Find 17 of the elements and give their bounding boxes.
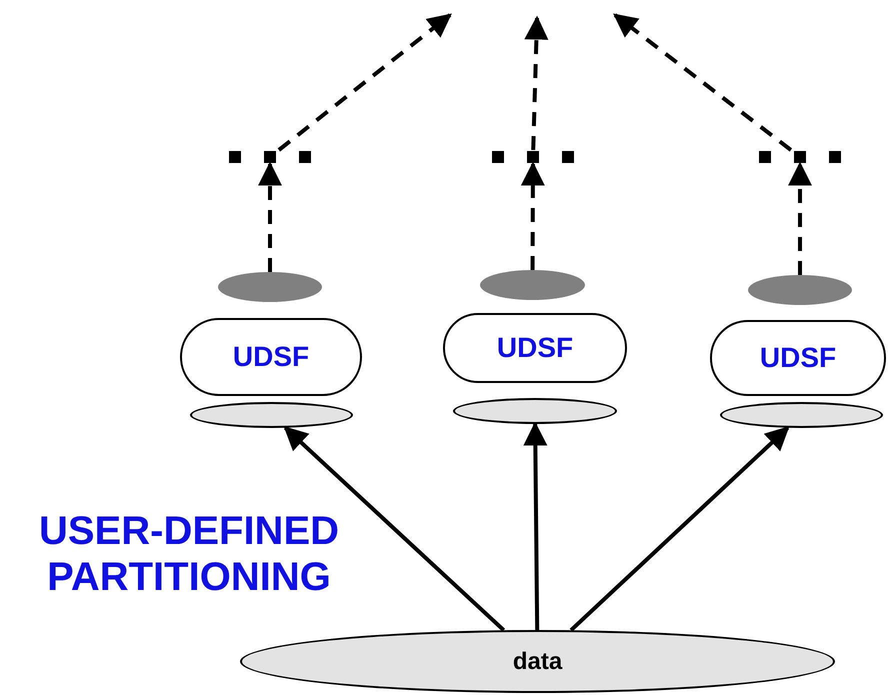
arrow (613, 13, 792, 152)
arrow (523, 422, 548, 630)
ellipsis-marks (229, 150, 311, 164)
data-label: data (512, 646, 562, 676)
arrow (524, 16, 548, 150)
partitioning-heading: USER-DEFINED PARTITIONING (38, 508, 340, 600)
arrow (258, 162, 282, 272)
udsf-label: UDSF (232, 340, 310, 374)
udsf-label: UDSF (760, 341, 836, 375)
ellipsis-marks (492, 150, 574, 164)
udsf-label: UDSF (496, 331, 574, 365)
ellipsis-marks (759, 150, 841, 164)
arrow (284, 426, 506, 632)
arrow (570, 426, 790, 632)
arrow (278, 13, 452, 152)
arrow (788, 162, 812, 275)
arrow (520, 162, 545, 270)
